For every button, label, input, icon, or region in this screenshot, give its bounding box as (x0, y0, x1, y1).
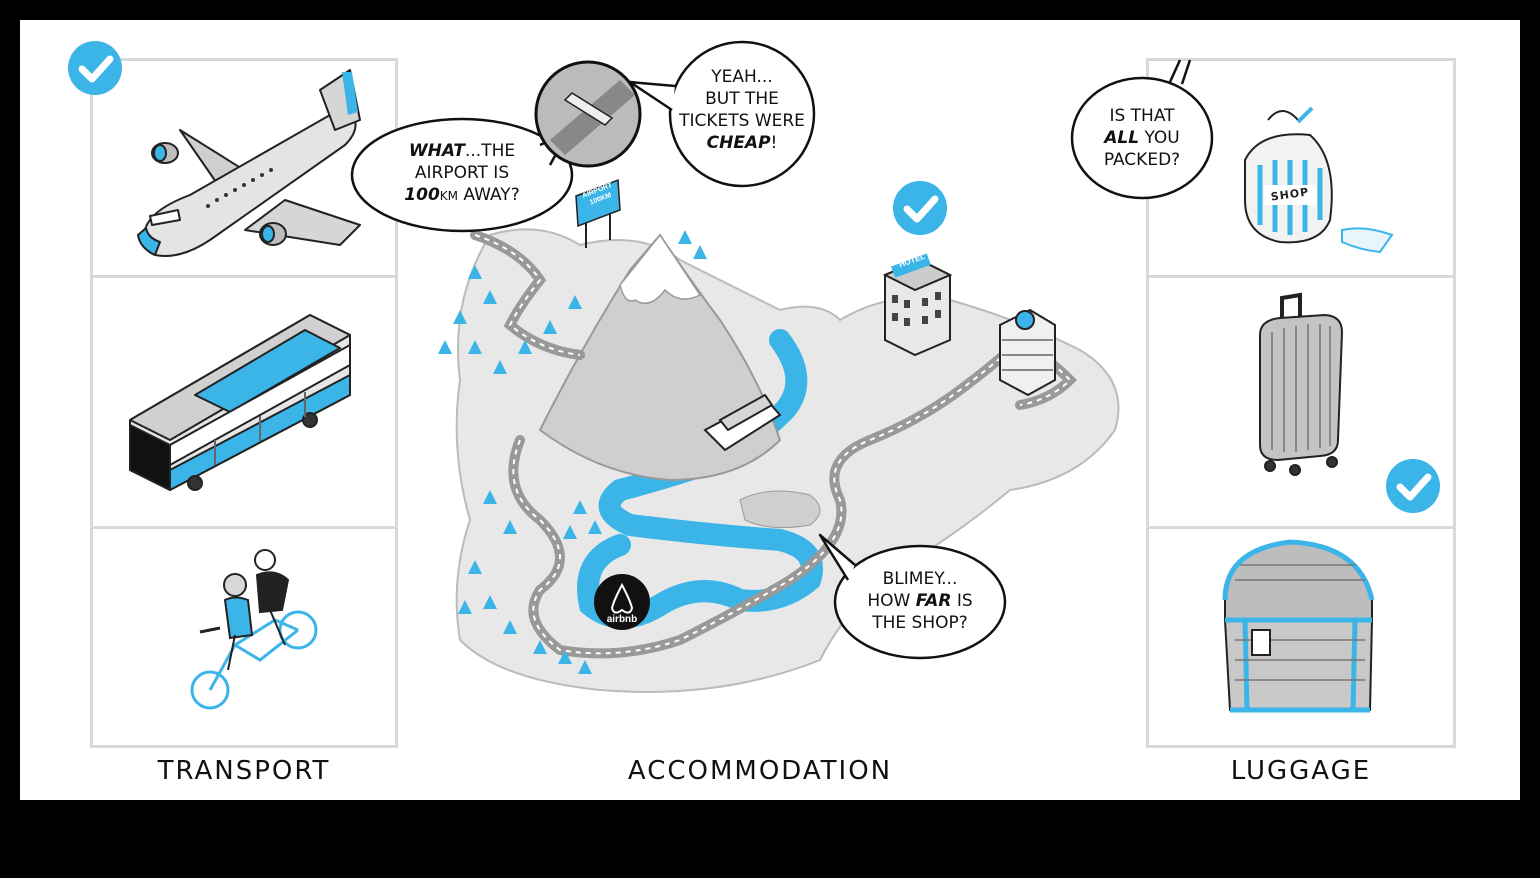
speech-bubble-tickets (628, 40, 816, 188)
bubble-airport-line3-rest: AWAY? (458, 185, 520, 205)
airbnb-logo (594, 574, 650, 630)
bus-icon (129, 314, 351, 491)
airport-inset (534, 60, 642, 168)
luggage-panel (1146, 58, 1456, 748)
hotel-building (882, 253, 953, 357)
bubble-text-airport: WHAT...THE AIRPORT IS 100KM AWAY? (362, 140, 562, 207)
bubble-shop-strong: FAR (915, 591, 952, 611)
bubble-packed-line3: PACKED? (1103, 150, 1181, 170)
bubble-packed-line2-rest: YOU (1139, 128, 1180, 148)
bubble-tickets-line2: BUT THE (705, 89, 779, 109)
bubble-airport-line2: AIRPORT IS (414, 163, 510, 183)
airplane-icon (137, 69, 361, 257)
transport-label: TRANSPORT (157, 756, 331, 786)
speech-bubble-packed (1070, 59, 1214, 200)
bubble-tickets-strong: CHEAP (706, 133, 771, 153)
transport-divider-1 (93, 275, 395, 278)
bubble-airport-line1-rest: ...THE (464, 141, 516, 161)
bubble-shop-line2-pre: HOW (867, 591, 916, 611)
luggage-divider-1 (1149, 275, 1453, 278)
speech-bubble-shop (818, 533, 1007, 660)
bubble-shop-line2-post: IS (951, 591, 973, 611)
map-island (438, 178, 1120, 693)
bubble-tickets-line1: YEAH... (711, 67, 773, 87)
bubble-shop-line3: THE SHOP? (872, 613, 968, 633)
illustration-art (68, 40, 1440, 713)
luggage-divider-2 (1149, 526, 1453, 529)
transport-divider-2 (93, 526, 395, 529)
check-icon (68, 41, 122, 95)
parking-building (999, 308, 1056, 397)
tandem-bike-icon (190, 549, 318, 710)
treasure-chest-icon (1222, 539, 1375, 713)
accommodation-label: ACCOMMODATION (627, 756, 893, 786)
illustration-canvas: AIRPORT 100KM HOTEL SHOP airbnb WHAT...T… (20, 20, 1520, 800)
bubble-tickets-line3: TICKETS WERE (679, 111, 805, 131)
boat-icon (703, 393, 782, 452)
check-icon (893, 181, 947, 235)
bubble-shop-line1: BLIMEY... (882, 569, 958, 589)
shopping-bag-icon (1244, 106, 1394, 254)
bubble-airport-strong: WHAT (408, 141, 465, 161)
bubble-airport-unit: KM (439, 189, 459, 203)
bubble-text-packed: IS THAT ALL YOU PACKED? (1076, 105, 1208, 171)
bubble-packed-line1: IS THAT (1109, 106, 1175, 126)
bubble-text-shop: BLIMEY... HOW FAR IS THE SHOP? (842, 568, 998, 634)
bubble-text-tickets: YEAH... BUT THE TICKETS WERE CHEAP! (672, 66, 812, 154)
bubble-tickets-end: ! (770, 133, 778, 153)
airport-sign (575, 178, 621, 248)
bubble-airport-distance: 100 (404, 185, 440, 205)
bubble-packed-strong: ALL (1104, 128, 1140, 148)
luggage-label: LUGGAGE (1230, 756, 1372, 786)
check-icon (1386, 459, 1440, 513)
transport-panel (90, 58, 398, 748)
suitcase-icon (1259, 292, 1344, 476)
airbnb-label: airbnb (606, 614, 638, 625)
